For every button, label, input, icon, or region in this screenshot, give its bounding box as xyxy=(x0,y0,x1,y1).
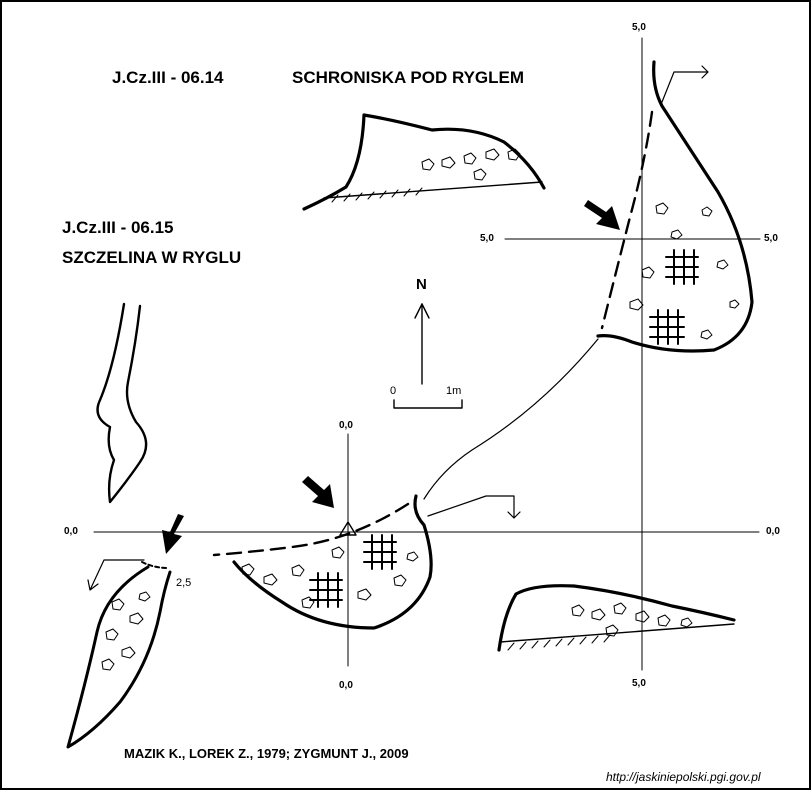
survey-credits: MAZIK K., LOREK Z., 1979; ZYGMUNT J., 20… xyxy=(124,746,409,761)
grid-label-mid-bottom: 0,0 xyxy=(339,680,353,691)
north-arrow-icon xyxy=(414,303,430,385)
north-label: N xyxy=(416,276,427,293)
cave1-plan xyxy=(423,60,754,500)
scale-bar xyxy=(393,399,463,409)
grid-label-left-5: 5,0 xyxy=(480,233,494,244)
entrance-arrow-icon xyxy=(584,200,620,230)
rubble-symbols xyxy=(101,148,740,671)
scale-start-label: 0 xyxy=(390,385,397,397)
entrance-arrows xyxy=(162,200,620,554)
cave1-lower-chamber xyxy=(212,494,433,630)
depth-label: 2,5 xyxy=(176,577,192,589)
survey-station-triangle xyxy=(339,521,357,536)
source-url: http://jaskiniepolski.pgi.gov.pl xyxy=(606,770,761,784)
grid-label-top: 5,0 xyxy=(632,22,646,33)
scale-end-label: 1m xyxy=(446,385,462,397)
cave2-fissure-plan xyxy=(96,302,148,504)
cross-section-upper xyxy=(302,113,546,211)
cave1-code: J.Cz.III - 06.14 xyxy=(112,68,224,87)
entrance-arrow-icon xyxy=(302,476,334,508)
cave2-plan xyxy=(66,561,172,749)
cave2-name: SZCZELINA W RYGLU xyxy=(62,248,242,267)
cross-section-lower xyxy=(497,584,736,652)
grid-label-right-0: 0,0 xyxy=(766,526,780,537)
grid-label-right-5: 5,0 xyxy=(764,233,778,244)
grid-label-left-0: 0,0 xyxy=(64,526,78,537)
survey-grid xyxy=(93,37,761,671)
grid-label-bottom-5: 5,0 xyxy=(632,678,646,689)
entrance-arrow-icon xyxy=(162,514,184,554)
grid-label-mid-top: 0,0 xyxy=(339,420,353,431)
cave2-code: J.Cz.III - 06.15 xyxy=(62,218,174,237)
section-markers xyxy=(87,65,709,591)
sediment-symbols xyxy=(309,249,699,608)
cave1-name: SCHRONISKA POD RYGLEM xyxy=(292,68,525,87)
